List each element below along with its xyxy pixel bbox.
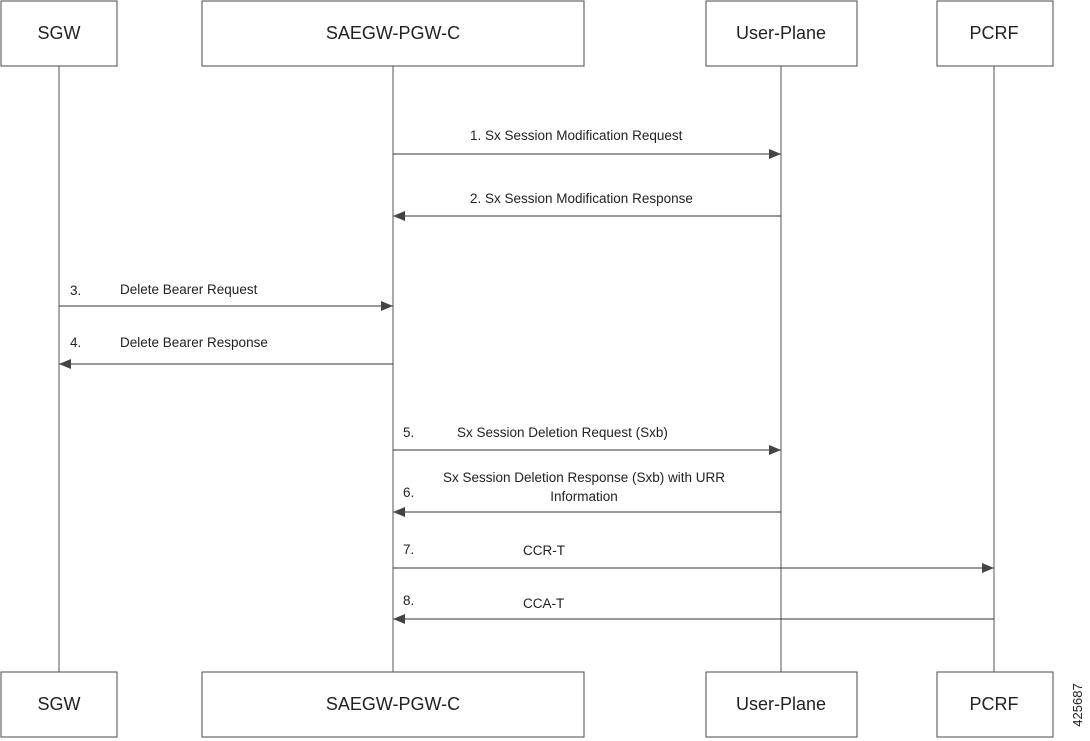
participant-user-plane-bottom: User-Plane (705, 671, 858, 738)
participant-user-plane-top: User-Plane (705, 0, 858, 67)
message-number: 7. (403, 542, 414, 557)
message-2: 2. Sx Session Modification Response (393, 191, 781, 221)
message-label: Delete Bearer Response (120, 335, 268, 350)
message-number: 1. (470, 128, 481, 143)
message-label: Sx Session Modification Response (485, 191, 693, 206)
participant-label: PCRF (970, 694, 1019, 714)
message-number: 3. (70, 283, 81, 298)
participant-label: SGW (38, 23, 81, 43)
participant-saegw-pgw-c-top: SAEGW-PGW-C (201, 0, 585, 67)
message-label: Sx Session Modification Request (485, 128, 683, 143)
participant-label: SGW (38, 694, 81, 714)
message-7: 7. CCR-T (393, 542, 994, 573)
figure-id: 425687 (1070, 683, 1085, 726)
message-4: 4. Delete Bearer Response (59, 335, 393, 369)
participant-label: User-Plane (736, 694, 826, 714)
participant-label: User-Plane (736, 23, 826, 43)
message-number: 2. (470, 191, 481, 206)
message-label: Delete Bearer Request (120, 282, 258, 297)
participant-pcrf-bottom: PCRF (936, 671, 1054, 738)
message-number: 6. (403, 485, 414, 500)
message-5: 5. Sx Session Deletion Request (Sxb) (393, 425, 781, 455)
message-label-line1: Sx Session Deletion Response (Sxb) with … (443, 470, 725, 485)
message-label-line2: Information (550, 489, 618, 504)
message-number: 8. (403, 593, 414, 608)
participant-sgw-bottom: SGW (0, 671, 118, 738)
participant-saegw-pgw-c-bottom: SAEGW-PGW-C (201, 671, 585, 738)
message-label: Sx Session Deletion Request (Sxb) (457, 425, 668, 440)
participant-label: PCRF (970, 23, 1019, 43)
message-3: 3. Delete Bearer Request (59, 282, 393, 311)
message-1: 1. Sx Session Modification Request (393, 128, 781, 159)
participant-label: SAEGW-PGW-C (326, 23, 460, 43)
participant-pcrf-top: PCRF (936, 0, 1054, 67)
message-label: CCR-T (523, 543, 565, 558)
message-8: 8. CCA-T (393, 593, 994, 624)
message-number: 5. (403, 425, 414, 440)
message-6: 6. Sx Session Deletion Response (Sxb) wi… (393, 470, 781, 517)
message-label: CCA-T (523, 596, 564, 611)
participant-label: SAEGW-PGW-C (326, 694, 460, 714)
participant-sgw-top: SGW (0, 0, 118, 67)
message-number: 4. (70, 335, 81, 350)
